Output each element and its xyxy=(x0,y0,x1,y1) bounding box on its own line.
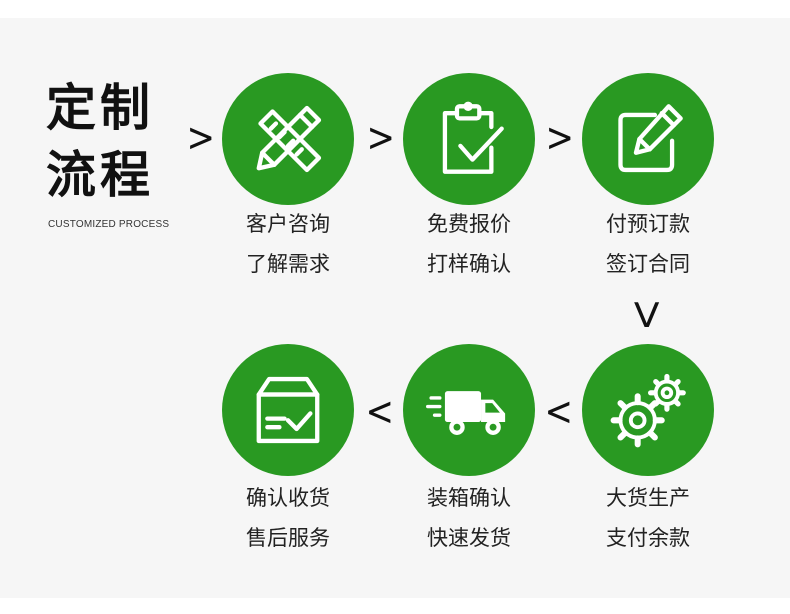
step-2-label-line-1: 免费报价 xyxy=(427,212,511,236)
arrow-right-3: > xyxy=(545,115,575,161)
step-3-label-line-2: 签订合同 xyxy=(606,252,690,276)
step-6-label-line-2: 售后服务 xyxy=(246,526,330,550)
arrow-down: V xyxy=(633,296,660,336)
step-1-circle xyxy=(222,73,354,205)
step-5-label-line-2: 快速发货 xyxy=(427,526,511,550)
page-subtitle: CUSTOMIZED PROCESS xyxy=(48,219,170,230)
step-3-label-line-1: 付预订款 xyxy=(606,212,690,236)
arrow-right-1: > xyxy=(186,115,216,161)
step-1-label-line-2: 了解需求 xyxy=(246,252,330,276)
gears-icon xyxy=(610,373,686,448)
page-title-line-1: 定制 xyxy=(46,79,154,137)
arrow-right-2: > xyxy=(366,115,396,161)
clipboard-check-icon xyxy=(442,101,504,174)
step-4-circle xyxy=(582,344,714,476)
step-3-circle xyxy=(582,73,714,205)
step-5-circle xyxy=(403,344,535,476)
step-5-label-line-1: 装箱确认 xyxy=(427,486,511,510)
step-4-label-line-1: 大货生产 xyxy=(606,486,690,510)
step-2-circle xyxy=(403,73,535,205)
step-6-circle xyxy=(222,344,354,476)
step-4-label-line-2: 支付余款 xyxy=(606,526,690,550)
page-title-line-2: 流程 xyxy=(46,146,154,204)
arrow-left-2: < xyxy=(365,389,395,435)
ruler-pencil-icon xyxy=(256,105,322,173)
arrow-left-1: < xyxy=(544,389,574,435)
step-2-label-line-2: 打样确认 xyxy=(427,252,511,276)
step-6-label-line-1: 确认收货 xyxy=(246,486,330,510)
edit-icon xyxy=(618,104,683,173)
delivery-truck-icon xyxy=(426,391,506,435)
box-check-icon xyxy=(256,376,320,444)
step-1-label-line-1: 客户咨询 xyxy=(246,212,330,236)
